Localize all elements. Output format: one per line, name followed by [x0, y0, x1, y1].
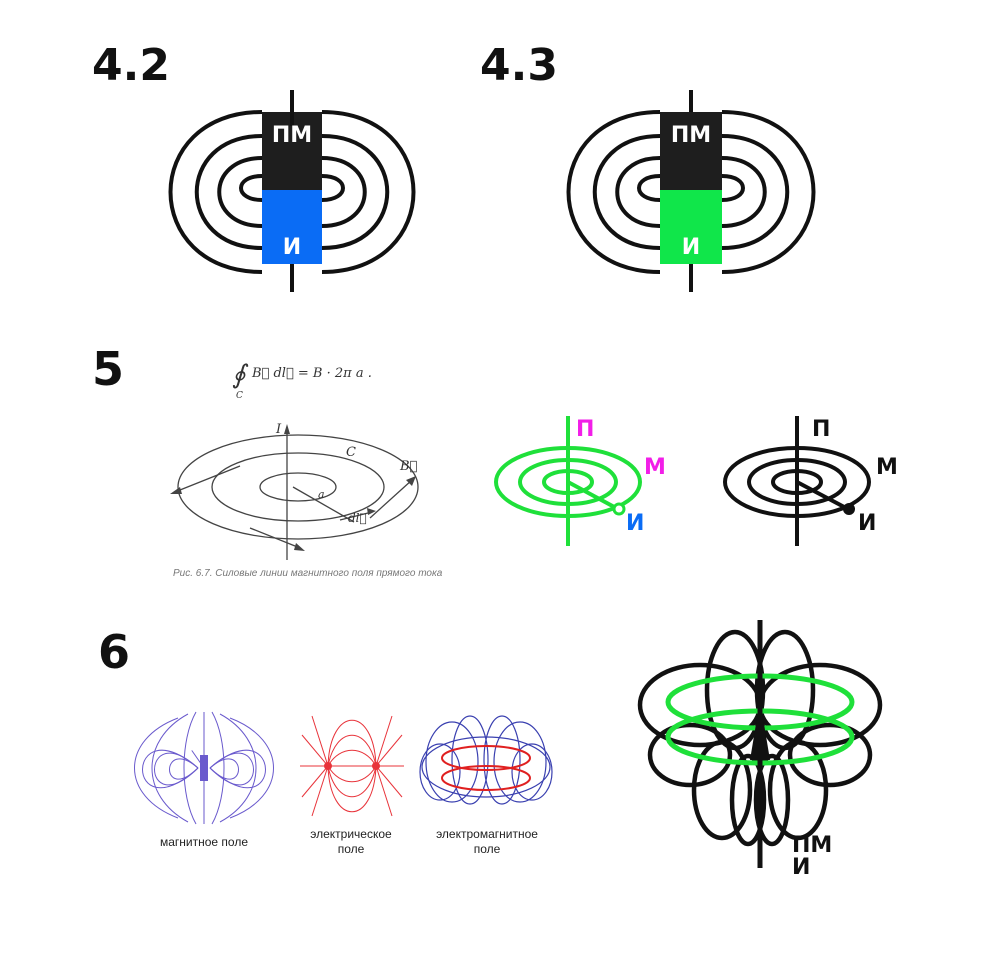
em-red-rings	[441, 745, 531, 791]
torus-label-top: ПМ	[792, 833, 832, 858]
spiral-label-i: И	[858, 511, 876, 536]
torus-label-bottom: И	[792, 855, 810, 880]
field-loops-4-2	[168, 110, 416, 274]
em-field-figure: электромагнитное поле	[419, 715, 553, 856]
spiral-label-p: П	[576, 417, 594, 442]
torus-diagram: ПМ И	[637, 620, 883, 880]
caption-em-line-2: поле	[474, 842, 501, 856]
magnet-bottom-label: И	[682, 235, 700, 260]
spiral-end-dot-color	[612, 502, 626, 516]
figure-caption: Рис. 6.7. Силовые линии магнитного поля …	[173, 568, 443, 579]
label-contour: C	[346, 445, 356, 460]
spiral-label-p: П	[812, 417, 830, 442]
spiral-label-m: М	[644, 455, 666, 480]
spiral-radius-black	[796, 480, 849, 511]
label-radius: a	[318, 488, 325, 501]
magnetic-field-lines	[134, 711, 274, 825]
torus-black-loops	[637, 629, 883, 847]
magnet-core	[200, 755, 208, 781]
section-label-4-2: 4.2	[92, 40, 170, 91]
magnet-diagram-4-3: ПМ И	[566, 90, 816, 292]
formula-body: B⃗ dl⃗ = B · 2π a .	[251, 366, 372, 381]
formula-subscript: C	[236, 391, 243, 401]
section-label-4-3: 4.3	[480, 40, 558, 91]
section-label-6: 6	[98, 625, 130, 679]
magnet-top-label: ПМ	[272, 123, 312, 148]
spiral-label-m: М	[876, 455, 898, 480]
magnetic-field-figure: магнитное поле	[134, 711, 274, 849]
label-current: I	[275, 422, 282, 437]
label-field: B⃗	[399, 459, 418, 474]
spiral-end-dot-black	[843, 503, 855, 515]
spiral-radius-color	[567, 480, 619, 511]
formula-integral-sign: ∮	[232, 360, 249, 390]
electric-field-figure: электрическое поле	[300, 715, 404, 856]
magnet-top-label: ПМ	[671, 123, 711, 148]
magnet-bottom-block	[660, 190, 722, 264]
charge-right	[372, 762, 380, 770]
caption-electric-line-1: электрическое	[310, 827, 392, 841]
spiral-diagram-color: П М И	[494, 416, 666, 546]
magnet-bottom-block	[262, 190, 322, 264]
caption-em-line-1: электромагнитное	[436, 827, 538, 841]
textbook-figure-5: ∮ C B⃗ dl⃗ = B · 2π a . I C B⃗ a dl⃗ Рис…	[170, 360, 443, 579]
spiral-diagram-black: П М И	[723, 416, 898, 546]
electric-field-lines	[300, 715, 404, 817]
magnet-top-block	[660, 112, 722, 190]
field-ellipses	[177, 434, 419, 540]
magnet-bottom-label: И	[283, 235, 301, 260]
caption-magnetic: магнитное поле	[160, 835, 248, 849]
em-blue-loops	[419, 715, 553, 805]
caption-electric-line-2: поле	[338, 842, 365, 856]
field-loops-4-3	[566, 110, 816, 274]
charge-left	[324, 762, 332, 770]
magnet-diagram-4-2: ПМ И	[168, 90, 416, 292]
label-element: dl⃗	[348, 511, 367, 525]
section-label-5: 5	[92, 342, 124, 396]
spiral-label-i: И	[626, 511, 644, 536]
